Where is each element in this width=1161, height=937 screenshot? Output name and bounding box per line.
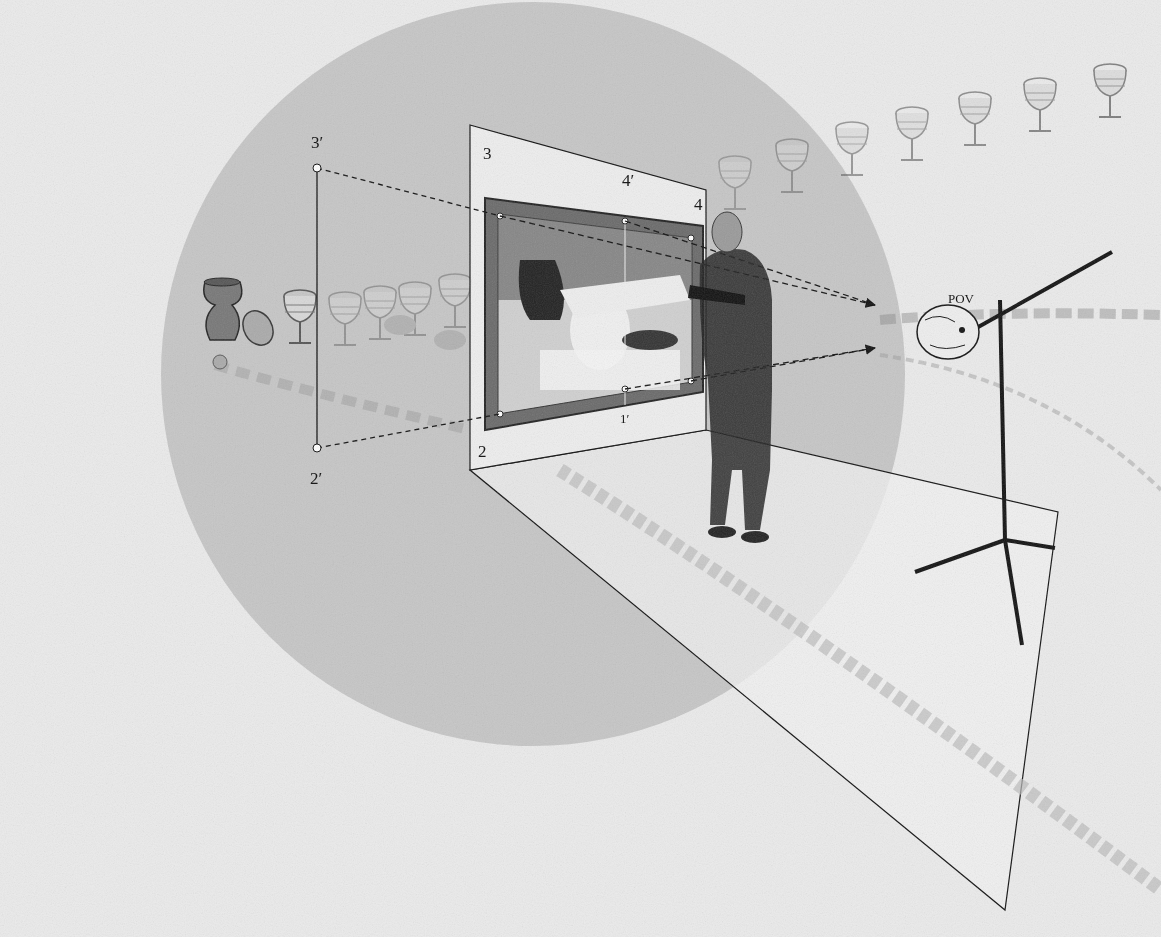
callout-label: 2 [478,443,487,460]
callout-label: 2′ [310,470,322,487]
callout-label: 4′ [622,172,634,189]
callout-label: 3′ [311,134,323,151]
callout-label: 3 [483,145,492,162]
callout-label: 4 [694,196,703,213]
callout-label: POV [948,292,974,305]
callout-label: 1′ [620,412,629,425]
